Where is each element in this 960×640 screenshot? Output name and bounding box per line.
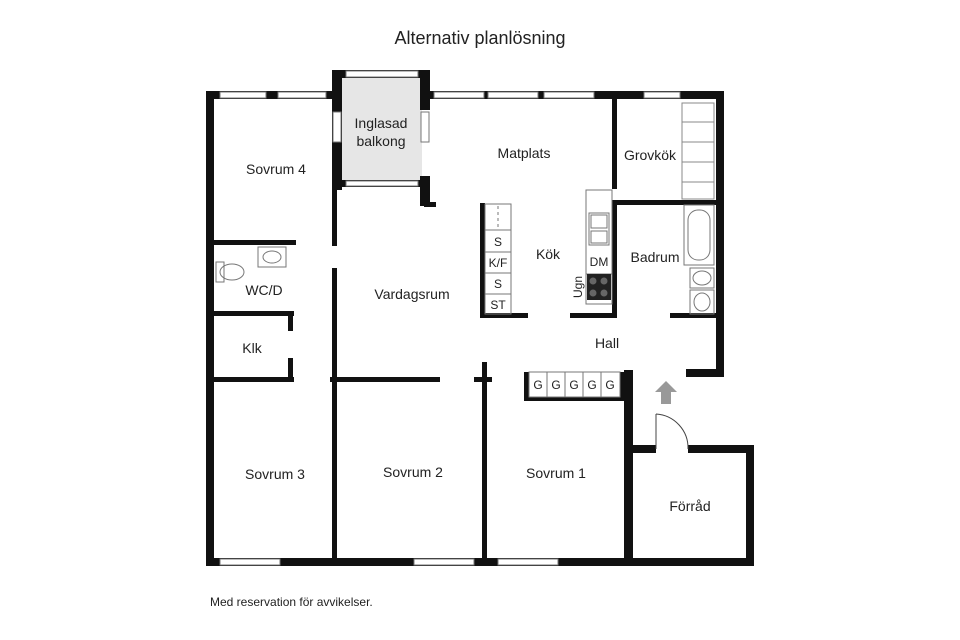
closet-label: G xyxy=(587,378,596,392)
disclaimer-footer: Med reservation för avvikelser. xyxy=(210,595,373,609)
plan-title: Alternativ planlösning xyxy=(394,28,566,48)
closet-label: G xyxy=(605,378,614,392)
kitchen-units xyxy=(484,203,512,315)
label-sovrum-2: Sovrum 2 xyxy=(383,464,443,480)
dishwasher-label: DM xyxy=(590,255,609,269)
windows xyxy=(219,70,681,566)
label-sovrum-4: Sovrum 4 xyxy=(246,161,306,177)
kitchen-unit-label: S xyxy=(494,277,502,291)
kitchen-unit-label: K/F xyxy=(489,256,508,270)
label-grovkok: Grovkök xyxy=(624,147,677,163)
closet-label: G xyxy=(533,378,542,392)
closets xyxy=(528,371,621,398)
closet-label: G xyxy=(569,378,578,392)
label-sovrum-1: Sovrum 1 xyxy=(526,465,586,481)
interior-walls xyxy=(214,99,724,558)
label-balkong-line1: Inglasad xyxy=(355,115,408,131)
grovkok-shelving xyxy=(681,102,715,200)
label-kok: Kök xyxy=(536,246,561,262)
kitchen-unit-label: S xyxy=(494,235,502,249)
label-hall: Hall xyxy=(595,335,619,351)
label-klk: Klk xyxy=(242,340,262,356)
stove-icon xyxy=(587,274,611,300)
closet-label: G xyxy=(551,378,560,392)
label-matplats: Matplats xyxy=(498,145,551,161)
label-balkong-line2: balkong xyxy=(356,133,405,149)
balcony-area xyxy=(340,78,422,184)
kitchen-unit-label: ST xyxy=(490,298,506,312)
storage-door-swing xyxy=(655,413,689,450)
entrance-arrow-icon xyxy=(655,381,677,404)
label-vardagsrum: Vardagsrum xyxy=(374,286,449,302)
label-forrad: Förråd xyxy=(669,498,710,514)
label-wc: WC/D xyxy=(245,282,282,298)
label-sovrum-3: Sovrum 3 xyxy=(245,466,305,482)
label-badrum: Badrum xyxy=(630,249,679,265)
oven-label: Ugn xyxy=(571,276,585,298)
bathroom-fixtures xyxy=(215,204,715,315)
